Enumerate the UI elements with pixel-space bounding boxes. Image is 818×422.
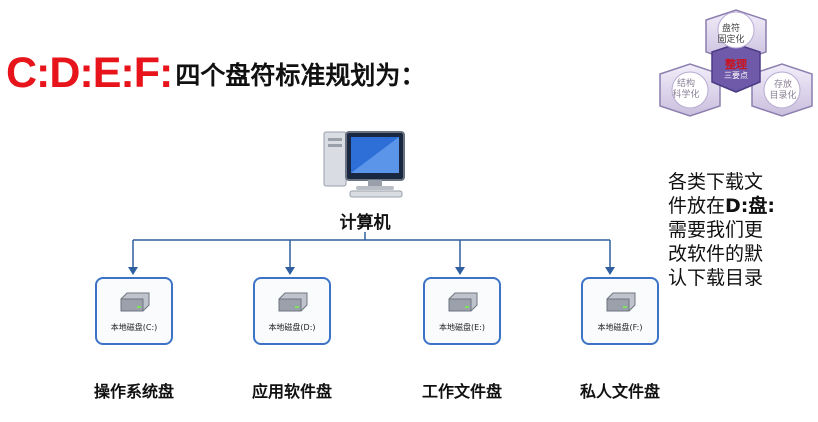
drive-box-e: 本地磁盘(E:) [423, 277, 501, 345]
note-line-text: 件放在 [668, 195, 726, 217]
note-line: 各类下载文 [668, 171, 764, 193]
computer-icon [320, 128, 410, 200]
hard-disk-icon [606, 292, 636, 312]
tri-hex-logo: 盘符 固定化 结构 科学化 存放 目录化 整理 三要点 [656, 8, 816, 132]
drive-name: 本地磁盘(E:) [439, 323, 485, 332]
computer-label: 计算机 [339, 213, 391, 233]
logo-center-title: 整理 [725, 58, 747, 71]
hard-disk-icon [278, 292, 308, 312]
title-text: 四个盘符标准规划为： [175, 61, 426, 90]
note-line: 需要我们更 [668, 219, 764, 241]
drive-name: 本地磁盘(F:) [597, 323, 643, 332]
drive-box-c: 本地磁盘(C:) [95, 277, 173, 345]
tri-hex-logo-graphic [659, 9, 813, 117]
note-line: 认下载目录 [668, 267, 764, 289]
drive-caption-f: 私人文件盘 [579, 382, 660, 401]
drive-name: 本地磁盘(C:) [110, 323, 158, 332]
drive-box-f: 本地磁盘(F:) [581, 277, 659, 345]
logo-right-text: 存放 目录化 [769, 80, 797, 101]
logo-top-text: 盘符 固定化 [717, 24, 745, 45]
hard-disk-icon [120, 292, 150, 312]
note-drive-emphasis: D:盘: [725, 195, 775, 217]
note-line: 改软件的默 [668, 243, 764, 265]
drive-name: 本地磁盘(D:) [268, 323, 316, 332]
page-title: C:D:E:F: 四个盘符标准规划为： [6, 38, 425, 98]
drive-caption-d: 应用软件盘 [251, 382, 332, 401]
drive-box-d: 本地磁盘(D:) [253, 277, 331, 345]
title-drive-letters: C:D:E:F: [6, 49, 173, 97]
logo-left-text: 结构 科学化 [672, 79, 700, 100]
drive-caption-e: 工作文件盘 [421, 382, 502, 401]
note-line: 件放在D:盘: [668, 194, 808, 218]
hard-disk-icon [448, 292, 478, 312]
drive-caption-c: 操作系统盘 [93, 382, 174, 401]
download-note: 各类下载文 件放在D:盘: 需要我们更 改软件的默 认下载目录 [668, 170, 808, 290]
logo-center-sub: 三要点 [724, 71, 748, 80]
